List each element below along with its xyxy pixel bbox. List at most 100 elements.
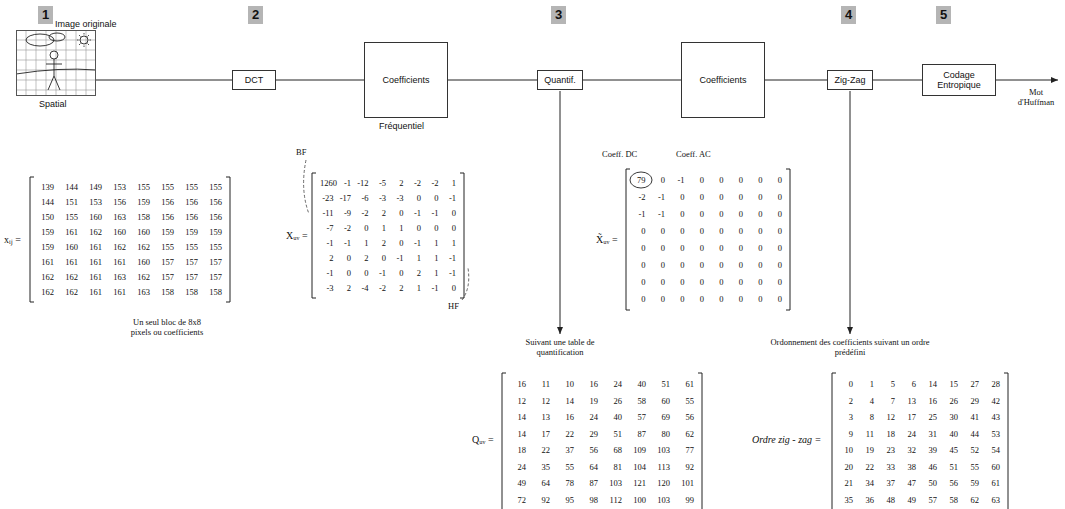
matrix-cell: 0 bbox=[373, 251, 387, 266]
cloud bbox=[49, 33, 65, 41]
matrix-cell: 158 bbox=[154, 285, 174, 300]
matrix-cell: 0 bbox=[708, 291, 724, 308]
callout-number: 4 bbox=[841, 6, 856, 24]
matrix-cell: 29 bbox=[578, 426, 598, 443]
matrix-cell: 53 bbox=[983, 426, 1000, 443]
matrix-cell: 156 bbox=[154, 195, 174, 210]
matrix-cell: 1260 bbox=[320, 176, 334, 191]
matrix-cell: 50 bbox=[920, 475, 937, 492]
matrix-cell: 48 bbox=[878, 492, 895, 509]
matrix-cell: 40 bbox=[626, 376, 646, 393]
matrix-cell: 161 bbox=[82, 255, 102, 270]
matrix-cell: 139 bbox=[34, 180, 54, 195]
matrix-cell: 0 bbox=[630, 240, 646, 257]
matrix-cell: 10 bbox=[836, 442, 853, 459]
matrix-cell: 151 bbox=[58, 195, 78, 210]
matrix-cell: 24 bbox=[899, 426, 916, 443]
matrix-cell: 43 bbox=[983, 409, 1000, 426]
matrix-cell: 0 bbox=[708, 223, 724, 240]
connector-line bbox=[765, 80, 827, 81]
connector-line bbox=[96, 80, 232, 81]
matrix-cell: 160 bbox=[106, 225, 126, 240]
process-box: Coefficients bbox=[681, 42, 765, 118]
matrix-cell: 16 bbox=[554, 409, 574, 426]
matrix-cell: -3 bbox=[390, 191, 404, 206]
matrix-cell: 7 bbox=[878, 393, 895, 410]
matrix-cell: 24 bbox=[602, 376, 622, 393]
matrix-cell: 80 bbox=[650, 426, 670, 443]
matrix-cell: -4 bbox=[355, 281, 369, 296]
matrix-cell: 21 bbox=[836, 475, 853, 492]
matrix-cell: 51 bbox=[941, 459, 958, 476]
matrix-cell: 0 bbox=[408, 191, 422, 206]
matrix-cell: 144 bbox=[58, 180, 78, 195]
matrix-cell: -1 bbox=[425, 281, 439, 296]
matrix-cell: 0 bbox=[747, 240, 763, 257]
process-box: DCT bbox=[232, 70, 276, 90]
matrix-cell: 37 bbox=[554, 442, 574, 459]
matrix-cell: 161 bbox=[106, 285, 126, 300]
matrix-cell: 0 bbox=[747, 291, 763, 308]
matrix-cell: -1 bbox=[443, 266, 457, 281]
matrix-cell: 1 bbox=[408, 281, 422, 296]
matrix-cell: 18 bbox=[878, 426, 895, 443]
matrix-cell: 1 bbox=[443, 176, 457, 191]
matrix-cell: 103 bbox=[650, 492, 670, 509]
matrix-cell: 100 bbox=[626, 492, 646, 509]
matrix-cell: 26 bbox=[941, 393, 958, 410]
matrix-cell: 2 bbox=[320, 251, 334, 266]
matrix-cell: 104 bbox=[626, 459, 646, 476]
matrix-cell: 0 bbox=[630, 291, 646, 308]
matrix-cell: 0 bbox=[443, 281, 457, 296]
matrix-cell: 18 bbox=[506, 442, 526, 459]
matrix-cell: 0 bbox=[747, 223, 763, 240]
matrix-cell: 17 bbox=[530, 426, 550, 443]
matrix-cell: 1 bbox=[390, 221, 404, 236]
matrix-cell: 0 bbox=[767, 172, 783, 189]
dc-circle bbox=[630, 172, 652, 188]
matrix-cell: 0 bbox=[338, 251, 352, 266]
matrix-cell: 5 bbox=[878, 376, 895, 393]
matrix-cell: 155 bbox=[178, 180, 198, 195]
matrix-cell: 0 bbox=[443, 206, 457, 221]
matrix-cell: 2 bbox=[390, 176, 404, 191]
matrix-cell: 38 bbox=[899, 459, 916, 476]
matrix-cell: 1 bbox=[408, 251, 422, 266]
box-label: Quantif. bbox=[541, 75, 579, 85]
matrix-cell: -1 bbox=[650, 206, 666, 223]
process-box: Codage Entropique bbox=[922, 64, 996, 96]
matrix-cell: 42 bbox=[983, 393, 1000, 410]
matrix-cell: 0 bbox=[443, 221, 457, 236]
matrix-cell: 0 bbox=[630, 223, 646, 240]
matrix-cell: -1 bbox=[425, 206, 439, 221]
matrix-cell: 6 bbox=[899, 376, 916, 393]
matrix-cell: 162 bbox=[82, 225, 102, 240]
frequency-label: HF bbox=[448, 302, 459, 312]
matrix-cell: 56 bbox=[578, 442, 598, 459]
matrix-cell: 0 bbox=[708, 240, 724, 257]
matrix-cell: 0 bbox=[650, 240, 666, 257]
matrix-cell: -17 bbox=[338, 191, 352, 206]
matrix-cell: 1 bbox=[355, 236, 369, 251]
matrix-cell: -1 bbox=[408, 206, 422, 221]
frequency-curve bbox=[304, 160, 309, 214]
matrix-cell: 59 bbox=[962, 475, 979, 492]
matrix-cell: 45 bbox=[941, 442, 958, 459]
matrix-cell: 47 bbox=[899, 475, 916, 492]
matrix-cell: 0 bbox=[728, 223, 744, 240]
matrix-cell: 0 bbox=[767, 274, 783, 291]
matrix-cell: 27 bbox=[962, 376, 979, 393]
matrix-cell: 161 bbox=[82, 240, 102, 255]
matrix-cell: 160 bbox=[58, 240, 78, 255]
connector-line bbox=[448, 80, 537, 81]
matrix-cell: 157 bbox=[154, 270, 174, 285]
matrix-cell: 153 bbox=[82, 195, 102, 210]
matrix-cell: 4 bbox=[857, 393, 874, 410]
matrix-cell: 0 bbox=[669, 189, 685, 206]
matrix-cell: -11 bbox=[320, 206, 334, 221]
matrix-name: Qᵤᵥ = bbox=[472, 434, 494, 446]
matrix-cell: 0 bbox=[669, 274, 685, 291]
matrix-cell: 40 bbox=[941, 426, 958, 443]
process-box: Quantif. bbox=[537, 70, 583, 90]
